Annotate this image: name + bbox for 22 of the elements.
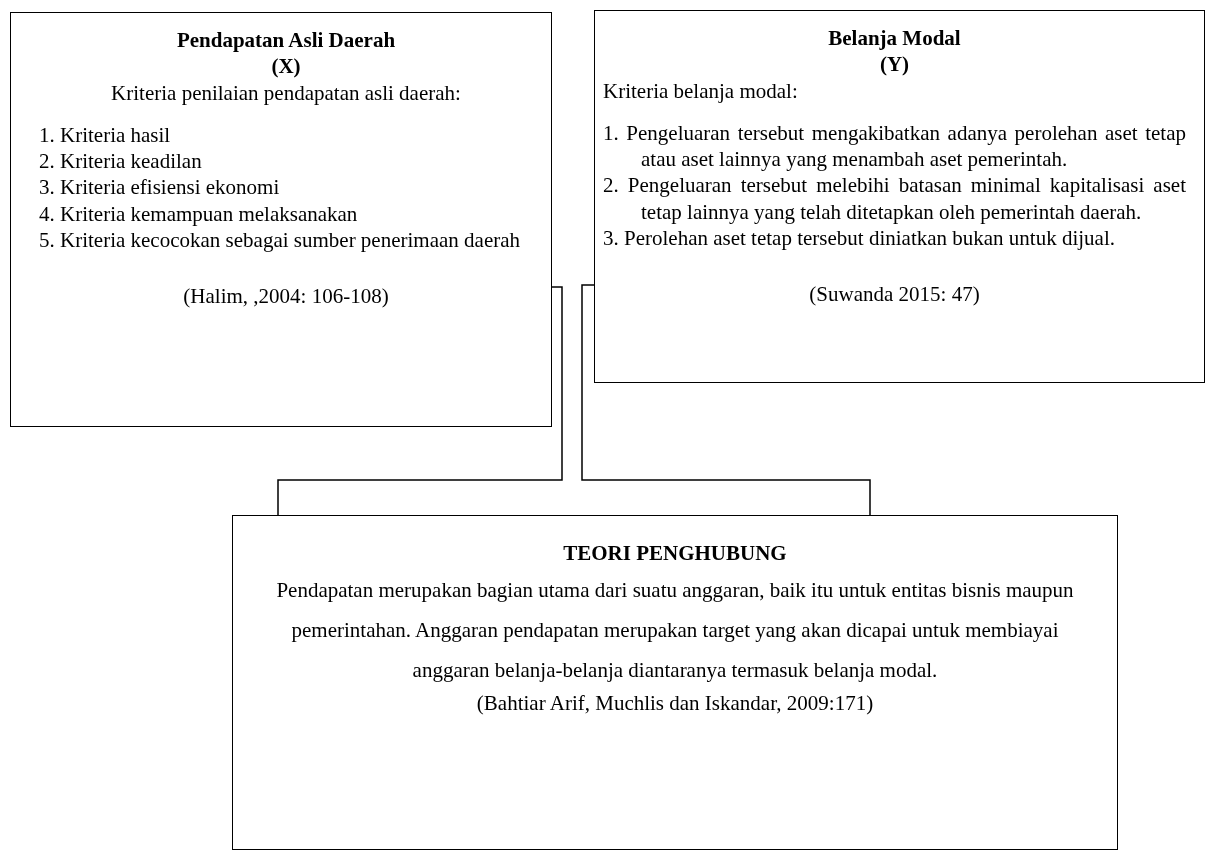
list-item: 2. Pengeluaran tersebut melebihi batasan minimal kapitalisasi aset tetap lainnya yang telah ditetapkan oleh pemerintah daerah. bbox=[603, 172, 1186, 225]
citation: (Bahtiar Arif, Muchlis dan Iskandar, 2009:171) bbox=[475, 690, 875, 717]
list-item: 1. Kriteria hasil bbox=[39, 121, 172, 148]
heading: Pendapatan Asli Daerah (X) bbox=[175, 27, 397, 80]
list-item: 5. Kriteria kecocokan sebagai sumber penerimaan daerah bbox=[39, 226, 522, 253]
list-item: 1. Pengeluaran tersebut mengakibatkan adanya perolehan aset tetap atau aset lainnya yang menambah aset pemerintah. bbox=[603, 119, 1186, 173]
intro-text: Kriteria penilaian pendapatan asli daerah: bbox=[110, 79, 462, 106]
list-item: 3. Perolehan aset tetap tersebut diniatkan bukan untuk dijual. bbox=[603, 224, 1117, 251]
list-item: 2. Kriteria keadilan bbox=[39, 148, 203, 175]
text-box bbox=[232, 515, 1118, 850]
connector-line bbox=[277, 286, 563, 516]
citation: (Suwanda 2015: 47) bbox=[808, 281, 981, 308]
intro-text: Kriteria belanja modal: bbox=[603, 77, 799, 104]
heading: TEORI PENGHUBUNG bbox=[562, 540, 788, 567]
text-box bbox=[594, 10, 1205, 383]
citation: (Halim, ,2004: 106-108) bbox=[182, 283, 390, 310]
list-item: 4. Kriteria kemampuan melaksanakan bbox=[39, 200, 359, 227]
paragraph: Pendapatan merupakan bagian utama dari suatu anggaran, baik itu untuk entitas bisnis maupun pemerintahan. Anggaran pendapatan merupakan target yang akan dicapai untuk membiayai anggaran belanja-belanja diantaranya termasuk belanja modal. bbox=[275, 577, 1075, 685]
connector-line bbox=[581, 284, 871, 516]
text-box bbox=[10, 12, 552, 427]
heading: Belanja Modal (Y) bbox=[827, 25, 962, 78]
list-item: 3. Kriteria efisiensi ekonomi bbox=[39, 174, 281, 201]
